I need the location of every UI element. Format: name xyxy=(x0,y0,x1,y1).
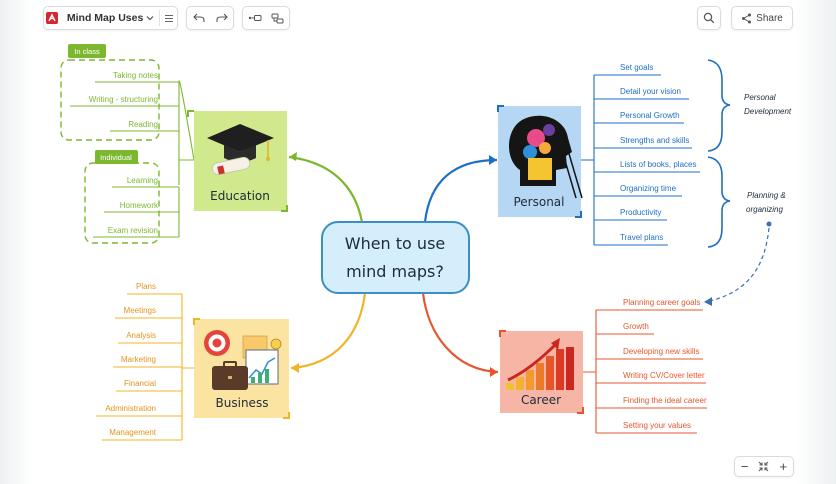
career-item-ideal-career[interactable]: Finding the ideal career xyxy=(623,396,707,405)
app-logo-icon[interactable] xyxy=(44,7,61,29)
connector-education xyxy=(288,155,364,223)
business-tools-icon xyxy=(204,330,282,390)
head-gears-icon xyxy=(508,115,583,199)
career-item-cv[interactable]: Writing CV/Cover letter xyxy=(623,371,705,380)
search-icon xyxy=(703,12,715,24)
arrow-education xyxy=(289,152,297,161)
bracket-1-label-line1[interactable]: Personal xyxy=(744,93,776,102)
career-item-values[interactable]: Setting your values xyxy=(623,421,691,430)
insert-node-icon[interactable] xyxy=(244,7,266,29)
personal-node[interactable]: Personal xyxy=(497,105,583,218)
education-item-lines xyxy=(70,80,195,238)
business-item-plans[interactable]: Plans xyxy=(136,282,156,291)
personal-bracket-2 xyxy=(707,156,731,248)
layout-icon[interactable] xyxy=(267,7,289,29)
education-item-reading[interactable]: Reading xyxy=(128,120,158,129)
fit-icon[interactable] xyxy=(755,457,773,476)
growth-chart-icon xyxy=(506,338,574,390)
education-group-1-label: In class xyxy=(74,47,100,56)
education-group-1-tag[interactable]: In class xyxy=(68,44,106,58)
relationship-dashed-line[interactable] xyxy=(704,227,770,303)
personal-item-personal-growth[interactable]: Personal Growth xyxy=(620,111,680,120)
search-button[interactable] xyxy=(697,6,721,30)
connector-personal xyxy=(423,158,498,223)
business-item-meetings[interactable]: Meetings xyxy=(124,306,156,315)
career-items: Planning career goals Growth Developing … xyxy=(623,298,707,430)
undo-icon[interactable] xyxy=(188,7,210,29)
career-item-lines xyxy=(583,309,707,434)
education-group-2-frame xyxy=(84,162,160,244)
career-node[interactable]: Career xyxy=(499,330,584,414)
education-item-taking-notes[interactable]: Taking notes xyxy=(113,71,158,80)
zoom-out-button[interactable]: − xyxy=(740,459,749,474)
relationship-arrow xyxy=(704,297,712,306)
business-item-marketing[interactable]: Marketing xyxy=(121,355,156,364)
education-group-2-tag[interactable]: Individual xyxy=(95,150,138,164)
personal-item-lines xyxy=(581,74,700,246)
center-node-line1: When to use xyxy=(345,234,446,253)
document-title: Mind Map Uses xyxy=(66,12,144,24)
document-menu: Mind Map Uses xyxy=(43,6,178,30)
education-group-2-label: Individual xyxy=(100,153,132,162)
bracket-2-label-line2[interactable]: organizing xyxy=(746,205,783,214)
connector-career xyxy=(421,292,499,374)
business-item-financial[interactable]: Financial xyxy=(124,379,156,388)
personal-item-productivity[interactable]: Productivity xyxy=(620,208,661,217)
career-item-new-skills[interactable]: Developing new skills xyxy=(623,347,699,356)
connector-business xyxy=(290,292,367,370)
career-item-planning-goals[interactable]: Planning career goals xyxy=(623,298,700,307)
zoom-in-button[interactable]: + xyxy=(779,459,788,474)
canvas-edge-left xyxy=(0,0,34,484)
center-node[interactable]: When to use mind maps? xyxy=(321,221,470,294)
education-group-1-frame xyxy=(60,59,160,141)
education-item-writing-structuring[interactable]: Writing - structuring xyxy=(89,95,158,104)
arrow-career xyxy=(490,367,498,377)
career-node-title: Career xyxy=(521,393,561,407)
personal-item-lists[interactable]: Lists of books, places xyxy=(620,160,696,169)
business-item-lines xyxy=(96,293,194,441)
redo-icon[interactable] xyxy=(211,7,233,29)
personal-item-travel-plans[interactable]: Travel plans xyxy=(620,233,663,242)
share-label: Share xyxy=(756,12,783,24)
career-item-growth[interactable]: Growth xyxy=(623,322,649,331)
education-node-title: Education xyxy=(210,189,270,203)
chevron-down-icon xyxy=(146,16,154,21)
center-node-line2: mind maps? xyxy=(346,262,444,281)
arrow-personal xyxy=(489,155,497,165)
personal-node-title: Personal xyxy=(513,195,564,209)
share-icon xyxy=(742,13,752,23)
arrow-business xyxy=(291,363,299,373)
education-items: Taking notes Writing - structuring Readi… xyxy=(89,71,159,235)
business-item-management[interactable]: Management xyxy=(109,428,156,437)
zoom-controls: − + xyxy=(734,456,794,477)
education-item-homework[interactable]: Homework xyxy=(120,201,159,210)
personal-item-detail-vision[interactable]: Detail your vision xyxy=(620,87,681,96)
history-controls xyxy=(186,6,234,30)
personal-bracket-1 xyxy=(707,59,731,152)
education-node[interactable]: Education xyxy=(187,110,288,212)
personal-items: Set goals Detail your vision Personal Gr… xyxy=(620,63,696,242)
business-node-title: Business xyxy=(216,396,269,410)
bracket-2-label-line1[interactable]: Planning & xyxy=(747,191,786,200)
business-item-analysis[interactable]: Analysis xyxy=(126,331,156,340)
relationship-start-dot xyxy=(766,221,772,227)
document-title-button[interactable]: Mind Map Uses xyxy=(61,7,159,29)
personal-item-set-goals[interactable]: Set goals xyxy=(620,63,653,72)
insert-controls xyxy=(242,6,290,30)
business-item-administration[interactable]: Administration xyxy=(105,404,156,413)
business-items: Plans Meetings Analysis Marketing Financ… xyxy=(105,282,156,437)
personal-bracket-labels: Personal Development Planning & organizi… xyxy=(744,93,792,214)
hamburger-menu-icon[interactable] xyxy=(160,7,177,29)
education-item-exam-revision[interactable]: Exam revision xyxy=(108,226,158,235)
business-node[interactable]: Business xyxy=(193,318,290,419)
education-item-learning[interactable]: Learning xyxy=(127,176,158,185)
canvas-edge-right xyxy=(796,0,836,484)
bracket-1-label-line2[interactable]: Development xyxy=(744,107,792,116)
graduation-cap-icon xyxy=(207,124,274,176)
toolbar-separator xyxy=(159,10,161,26)
share-button[interactable]: Share xyxy=(731,6,793,30)
personal-item-strengths[interactable]: Strengths and skills xyxy=(620,136,689,145)
personal-item-organizing-time[interactable]: Organizing time xyxy=(620,184,677,193)
